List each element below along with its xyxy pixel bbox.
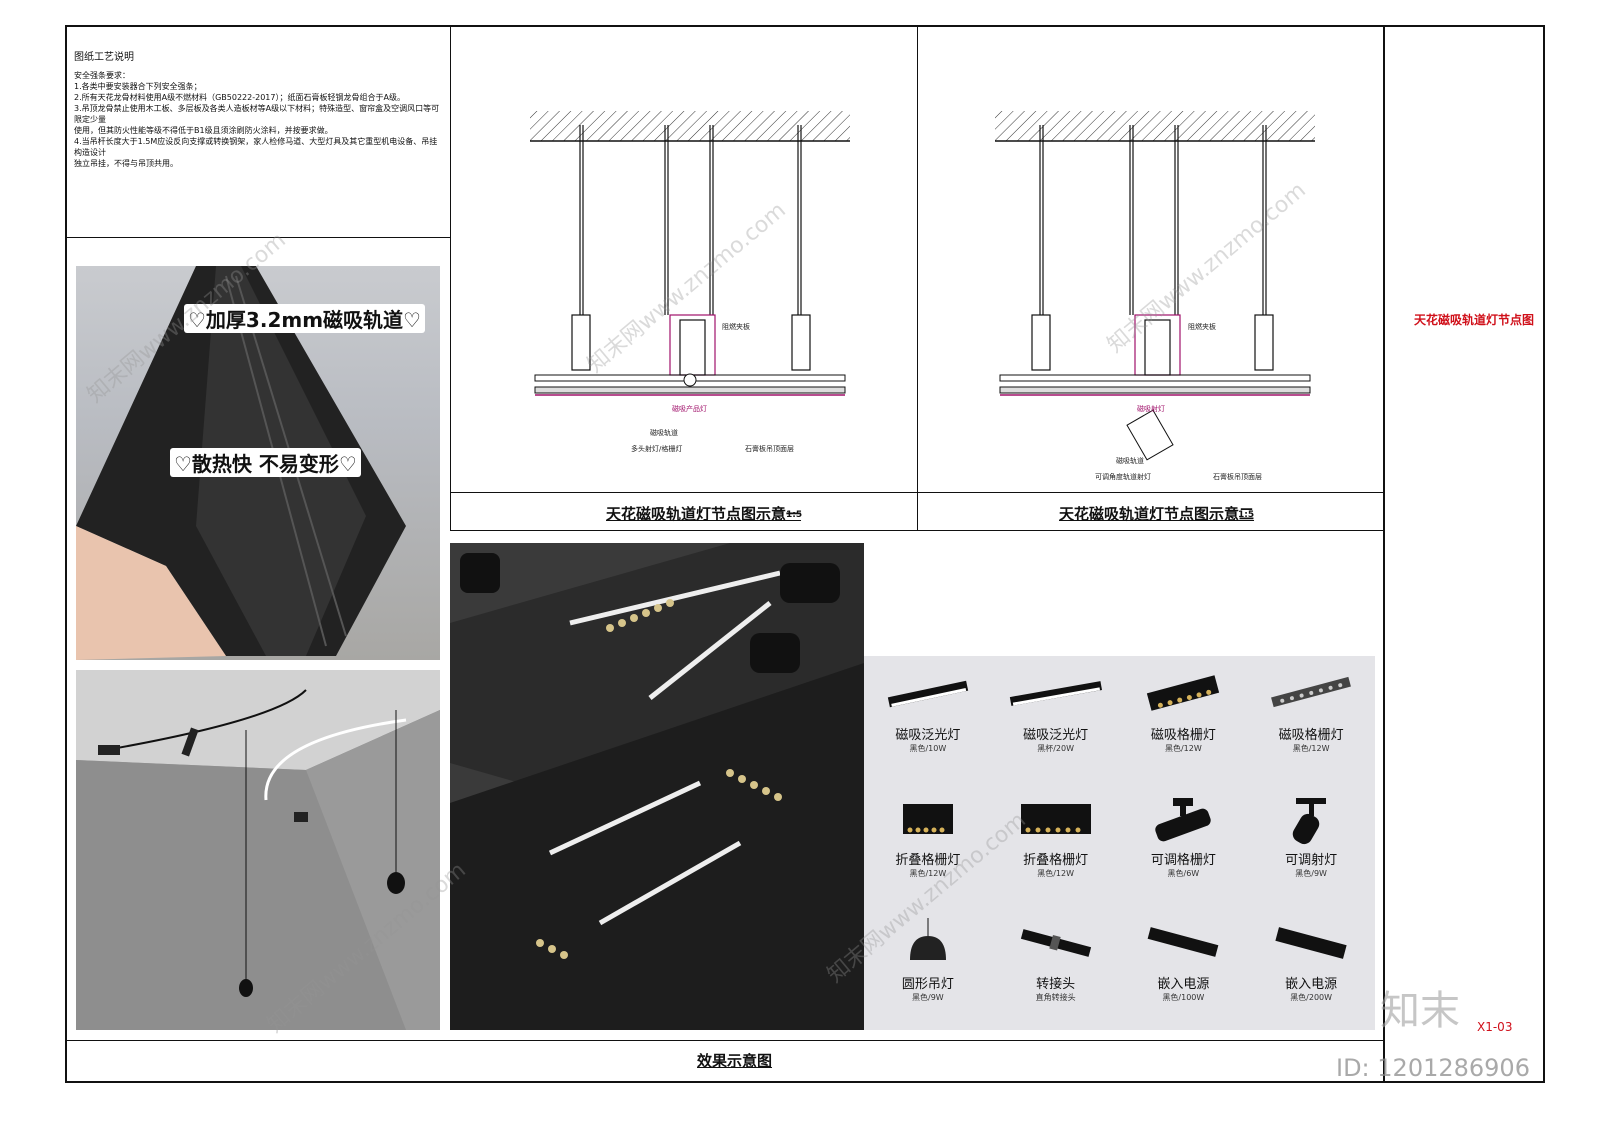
- product-spec: 黑色/12W: [1164, 744, 1202, 753]
- detail-1-ann-light: 磁吸产品灯: [672, 405, 707, 413]
- detail-2-ann-adjust: 可调角度轨道射灯: [1095, 473, 1151, 481]
- room-render-image: [76, 670, 440, 1030]
- product-name: 可调格栅灯: [1150, 852, 1216, 868]
- product-name: 可调射灯: [1285, 852, 1338, 868]
- detail-1-ann-track: 磁吸轨道: [650, 429, 678, 437]
- sheet-title: 天花磁吸轨道灯节点图: [1414, 313, 1535, 327]
- watermark-id: ID: 1201286906: [1336, 1054, 1530, 1082]
- product-name: 嵌入电源: [1285, 977, 1338, 993]
- effects-caption: 效果示意图: [697, 1052, 773, 1070]
- track-photo: ♡加厚3.2mm磁吸轨道♡ ♡散热快 不易变形♡: [76, 266, 440, 660]
- detail-1-ann-board: 石膏板吊顶面层: [745, 445, 794, 453]
- spotlight-body: [1126, 409, 1174, 461]
- product-spec: 直角转接头: [1035, 993, 1076, 1003]
- grille-light-slim-icon: [1271, 676, 1352, 708]
- concrete-slab: [530, 111, 850, 141]
- details-divider-v: [917, 25, 918, 530]
- notes-body: 安全强条要求： 1.各类中要安装器合下列安全强条； 2.所有天花龙骨材料使用A级…: [74, 71, 440, 168]
- product-spec: 黑色/9W: [1295, 868, 1327, 878]
- product-item: 磁吸格栅灯黑色/12W: [1120, 656, 1248, 781]
- product-spec: 黑色/12W: [909, 868, 947, 878]
- product-spec: 黑色/12W: [1292, 744, 1330, 753]
- room-render: [76, 670, 440, 1030]
- detail-1-ann-multi: 多头射灯/格栅灯: [631, 445, 683, 453]
- detail-2-caption: 天花磁吸轨道灯节点图示意二: [1059, 505, 1255, 523]
- detail-2-scale: 1:5: [1238, 510, 1255, 520]
- caption-divider-h: [450, 492, 1383, 493]
- product-item: 嵌入电源黑色/100W: [1120, 905, 1248, 1030]
- product-item: 可调格栅灯黑色/6W: [1120, 781, 1248, 906]
- product-item: 折叠格栅灯黑色/12W: [864, 781, 992, 906]
- effect-render: [450, 543, 864, 1030]
- linear-flood-light-icon: [887, 680, 969, 708]
- sheet-number: X1-03: [1477, 1020, 1513, 1034]
- adjustable-grille-light-icon: [1155, 797, 1212, 841]
- notes-heading: 图纸工艺说明: [74, 52, 134, 63]
- product-name: 磁吸泛光灯: [1023, 728, 1089, 743]
- product-name: 磁吸格栅灯: [1150, 728, 1216, 743]
- product-spec: 黑色/100W: [1162, 993, 1205, 1003]
- details-bottom-h: [450, 530, 1383, 531]
- adjustable-spotlight-icon: [1292, 797, 1327, 844]
- product-item: 圆形吊灯黑色/9W: [864, 905, 992, 1030]
- product-spec: 黑色/12W: [1037, 868, 1075, 878]
- effect-render-image: [450, 543, 864, 1030]
- photo-label-heat: ♡散热快 不易变形♡: [170, 448, 361, 477]
- connector-icon: [1020, 929, 1091, 958]
- product-spec: 黑色/10W: [909, 744, 947, 753]
- product-spec: 黑色/200W: [1290, 993, 1333, 1003]
- watermark-brand: 知末: [1380, 988, 1460, 1034]
- linear-flood-light-long-icon: [1009, 681, 1102, 706]
- product-spec: 黑杯/20W: [1037, 744, 1075, 753]
- notes-divider-v: [450, 25, 451, 530]
- detail-1-ann-panel: 阻燃夹板: [722, 323, 750, 331]
- round-pendant-light-icon: [909, 918, 946, 961]
- effects-caption-divider: [65, 1040, 1383, 1041]
- detail-2-ann-light: 磁吸射灯: [1137, 405, 1165, 413]
- detail-2-drawing: [995, 111, 1315, 461]
- product-name: 磁吸格栅灯: [1278, 728, 1344, 743]
- sidebar-divider: [1383, 25, 1385, 1083]
- product-name: 折叠格栅灯: [1023, 852, 1089, 868]
- folding-grille-light-wide-icon: [1020, 803, 1091, 834]
- photo-label-thickness: ♡加厚3.2mm磁吸轨道♡: [184, 304, 425, 333]
- detail-1-caption: 天花磁吸轨道灯节点图示意一: [606, 505, 802, 523]
- notes-divider-h: [65, 237, 451, 238]
- detail-2-ann-track: 磁吸轨道: [1116, 457, 1144, 465]
- product-item: 磁吸泛光灯黑色/10W: [864, 656, 992, 781]
- product-item: 折叠格栅灯黑色/12W: [992, 781, 1120, 906]
- product-item: 磁吸泛光灯黑杯/20W: [992, 656, 1120, 781]
- grille-light-icon: [1147, 675, 1220, 711]
- drawing-frame: [65, 25, 1545, 1083]
- product-item: 转接头直角转接头: [992, 905, 1120, 1030]
- embedded-power-icon: [1148, 927, 1219, 958]
- product-spec: 黑色/9W: [912, 993, 944, 1003]
- detail-1-scale: 1:5: [786, 510, 803, 520]
- product-item: 嵌入电源黑色/200W: [1247, 905, 1375, 1030]
- product-name: 嵌入电源: [1157, 977, 1210, 993]
- detail-2-ann-panel: 阻燃夹板: [1188, 323, 1216, 331]
- detail-2-ann-board: 石膏板吊顶面层: [1213, 473, 1262, 481]
- product-name: 圆形吊灯: [901, 977, 954, 993]
- embedded-power-large-icon: [1275, 927, 1347, 960]
- detail-1-drawing: [530, 111, 850, 396]
- product-name: 磁吸泛光灯: [895, 728, 961, 743]
- product-name: 转接头: [1036, 977, 1076, 993]
- product-item: 可调射灯黑色/9W: [1247, 781, 1375, 906]
- folding-grille-light-icon: [902, 803, 953, 834]
- product-name: 折叠格栅灯: [895, 852, 961, 868]
- product-spec: 黑色/6W: [1167, 868, 1200, 878]
- product-item: 磁吸格栅灯黑色/12W: [1247, 656, 1375, 781]
